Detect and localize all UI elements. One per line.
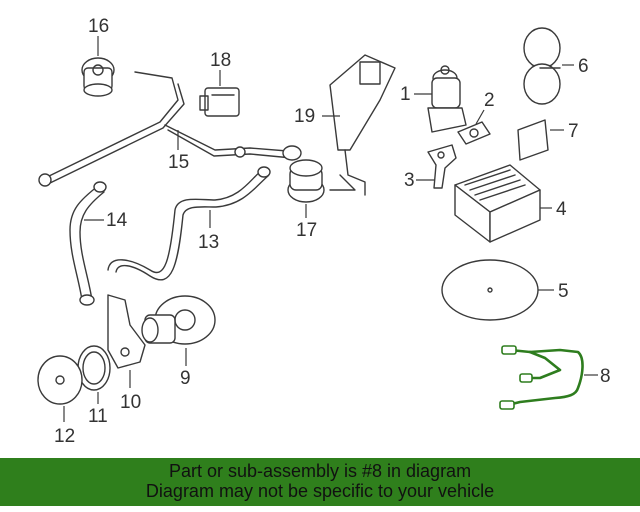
part-19-canister[interactable] (329, 54, 396, 196)
banner-line-disclaimer: Diagram may not be specific to your vehi… (145, 481, 495, 501)
callout-6: 6 (578, 56, 589, 77)
part-17-valve[interactable] (287, 159, 325, 203)
callout-5: 5 (558, 281, 569, 302)
callout-13: 13 (198, 232, 219, 253)
callout-11: 11 (88, 406, 108, 427)
leader-2 (475, 109, 485, 125)
part-16-egr-valve[interactable] (81, 57, 115, 97)
callout-17: 17 (296, 220, 317, 241)
part-info-banner: Part or sub-assembly is #8 in diagram Di… (0, 458, 640, 506)
banner-line-part: Part or sub-assembly is #8 in diagram (168, 461, 472, 481)
callout-15: 15 (168, 152, 189, 173)
callout-10: 10 (120, 392, 141, 413)
part-1-egr-valve[interactable] (427, 65, 467, 133)
part-2-gasket[interactable] (457, 121, 491, 145)
part-5-plate[interactable] (441, 259, 539, 321)
part-4-module[interactable] (454, 164, 541, 243)
callout-7: 7 (568, 121, 579, 142)
callout-19: 19 (294, 106, 315, 127)
callout-9: 9 (180, 368, 191, 389)
callout-3: 3 (404, 170, 415, 191)
callout-18: 18 (210, 50, 231, 71)
part-18-solenoid[interactable] (199, 87, 240, 117)
part-15-pipe[interactable] (38, 71, 302, 187)
callout-12: 12 (54, 426, 75, 447)
callout-4: 4 (556, 199, 567, 220)
callout-8: 8 (600, 366, 611, 387)
callout-16: 16 (88, 16, 109, 37)
callout-1: 1 (400, 84, 411, 105)
part-10-bracket[interactable] (107, 294, 146, 369)
part-12-cover[interactable] (37, 355, 83, 405)
part-9-air-pump[interactable] (141, 295, 216, 345)
part-6-cover[interactable] (523, 27, 561, 105)
callout-2: 2 (484, 90, 495, 111)
part-11-gasket[interactable] (77, 345, 111, 391)
part-7-bracket[interactable] (517, 119, 549, 161)
part-13-hose[interactable] (107, 166, 271, 281)
part-3-bracket[interactable] (427, 144, 457, 189)
part-14-hose[interactable] (69, 181, 107, 306)
part-8-oxygen-sensor[interactable] (499, 345, 584, 410)
parts-diagram: 16 18 15 14 13 17 19 1 2 3 6 7 4 5 8 9 1… (37, 16, 611, 447)
callout-14: 14 (106, 210, 128, 231)
